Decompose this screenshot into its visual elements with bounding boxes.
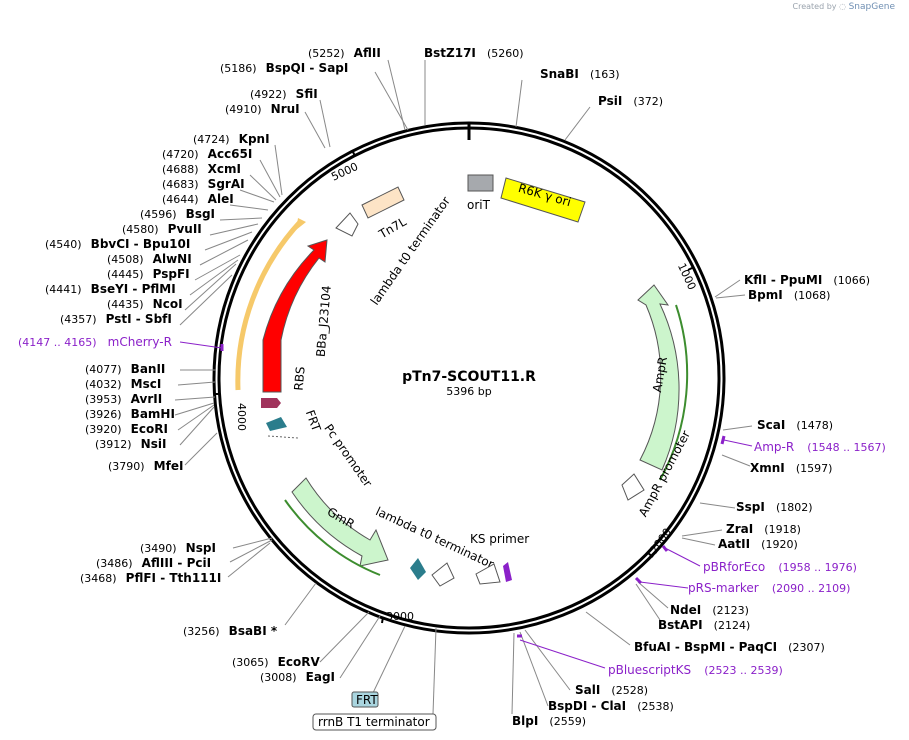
pc-promoter-label: Pc promoter	[321, 421, 375, 489]
primer-leader-lines	[179, 341, 753, 669]
ks-primer-feature[interactable]	[503, 562, 512, 582]
enzyme-ecorv[interactable]: (3065) EcoRV	[232, 651, 320, 670]
tick-label-2000: 2000	[647, 526, 674, 556]
enzyme-psii[interactable]: PsiI (372)	[598, 90, 663, 109]
outer-cds-arc	[235, 220, 302, 391]
enzyme-sfii[interactable]: (4922) SfiI	[250, 83, 318, 102]
bba-j23104-label: BBa_J23104	[314, 285, 334, 357]
enzyme-msci[interactable]: (4032) MscI	[85, 373, 161, 392]
enzyme-bsgi[interactable]: (4596) BsgI	[140, 203, 215, 222]
enzyme-aatii[interactable]: AatII (1920)	[718, 533, 798, 552]
ks-primer-label: KS primer	[470, 532, 529, 546]
enzyme-pvuii[interactable]: (4580) PvuII	[122, 218, 202, 237]
enzyme-xmni[interactable]: XmnI (1597)	[750, 457, 832, 476]
rbs-feature[interactable]	[261, 398, 281, 408]
enzyme-avrii[interactable]: (3953) AvrII	[85, 388, 162, 407]
enzyme-xcmi[interactable]: (4688) XcmI	[162, 158, 241, 177]
enzyme-acc65i[interactable]: (4720) Acc65I	[162, 143, 252, 162]
enzyme-zrai[interactable]: ZraI (1918)	[726, 518, 801, 537]
orit-feature[interactable]	[467, 174, 494, 192]
enzyme-nsii[interactable]: (3912) NsiI	[95, 433, 166, 452]
frt-box[interactable]	[351, 691, 379, 708]
enzyme-bspqi-sapi[interactable]: (5186) BspQI - SapI	[220, 57, 348, 76]
tick-label-1000: 1000	[675, 261, 699, 292]
tick-label-4000: 4000	[235, 403, 248, 431]
tn7l-label: Tn7L	[376, 214, 409, 241]
enzyme-nrui[interactable]: (4910) NruI	[225, 98, 300, 117]
ampr-promoter-arrow[interactable]	[621, 473, 645, 501]
enzyme-ecori[interactable]: (3920) EcoRI	[85, 418, 168, 437]
enzyme-bstapi[interactable]: BstAPI (2124)	[658, 614, 750, 633]
enzyme-eagi[interactable]: (3008) EagI	[260, 666, 335, 685]
snapgene-logo-icon: ◌	[839, 2, 847, 11]
enzyme-sspi[interactable]: SspI (1802)	[736, 496, 813, 515]
tick-label-5000: 5000	[329, 160, 360, 184]
watermark-created-by: Created by	[792, 2, 837, 11]
rbs-label: RBS	[292, 366, 308, 391]
primer-amp-r[interactable]: Amp-R (1548 .. 1567)	[754, 436, 886, 455]
enzyme-bstz17i[interactable]: BstZ17I (5260)	[424, 42, 524, 61]
ampr-label: AmpR	[650, 356, 670, 394]
enzyme-psti-sbfi[interactable]: (4357) PstI - SbfI	[60, 308, 172, 327]
enzyme-ndei[interactable]: NdeI (2123)	[670, 599, 749, 618]
plasmid-name: pTn7-SCOUT11.R	[402, 369, 536, 385]
enzyme-kfli-ppumi[interactable]: KflI - PpuMI (1066)	[744, 269, 870, 288]
enzyme-bfuai[interactable]: BfuAI - BspMI - PaqCI (2307)	[634, 636, 825, 655]
enzyme-banii[interactable]: (4077) BanII	[85, 358, 165, 377]
enzyme-sgrai[interactable]: (4683) SgrAI	[162, 173, 245, 192]
enzyme-sali[interactable]: SalI (2528)	[575, 679, 648, 698]
enzyme-snabi[interactable]: SnaBI (163)	[540, 63, 620, 82]
enzyme-alei[interactable]: (4644) AleI	[162, 188, 234, 207]
orit-label: oriT	[467, 198, 491, 212]
rrnb-terminator-label: rrnB T1 terminator	[318, 715, 430, 729]
enzyme-afliii-pcii[interactable]: (3486) AflIII - PciI	[96, 552, 211, 571]
frt-marker-feature[interactable]	[410, 558, 426, 580]
primer-prs-marker[interactable]: pRS-marker (2090 .. 2109)	[688, 577, 850, 596]
lambda-t0-top-arrow[interactable]	[335, 212, 359, 237]
enzyme-mfei[interactable]: (3790) MfeI	[108, 455, 183, 474]
enzyme-bpmi[interactable]: BpmI (1068)	[748, 284, 830, 303]
enzyme-bseyi-pflmi[interactable]: (4441) BseYI - PflMI	[45, 278, 176, 297]
tick-label-3000: 3000	[386, 610, 414, 623]
tn7l-feature[interactable]	[361, 186, 405, 219]
primer-mcherry-r[interactable]: (4147 .. 4165) mCherry-R	[18, 331, 172, 350]
primer-pbrforeco[interactable]: pBRforEco (1958 .. 1976)	[703, 556, 857, 575]
enzyme-nspi[interactable]: (3490) NspI	[140, 537, 216, 556]
enzyme-leader-lines	[174, 59, 753, 715]
plasmid-length: 5396 bp	[446, 385, 491, 398]
enzyme-aflii[interactable]: (5252) AflII	[308, 42, 381, 61]
enzyme-labels: (5252) AflII BstZ17I (5260) (5186) BspQI…	[45, 42, 870, 729]
mcherry-feature[interactable]	[262, 239, 328, 393]
frt-inner-feature[interactable]	[266, 417, 287, 431]
gmr-feature[interactable]	[291, 477, 389, 567]
lambda-t0-bottom-arrow[interactable]	[431, 562, 455, 587]
enzyme-scai[interactable]: ScaI (1478)	[757, 414, 833, 433]
ampr-feature[interactable]	[637, 284, 680, 471]
enzyme-bamhi[interactable]: (3926) BamHI	[85, 403, 175, 422]
enzyme-kpni[interactable]: (4724) KpnI	[193, 128, 270, 147]
enzyme-bsabi[interactable]: (3256) BsaBI *	[183, 620, 278, 639]
primer-labels: (4147 .. 4165) mCherry-R Amp-R (1548 .. …	[18, 331, 886, 678]
frt-box-label: FRT	[356, 693, 378, 707]
snapgene-watermark: Created by ◌ SnapGene	[793, 2, 896, 12]
enzyme-ncoi[interactable]: (4435) NcoI	[107, 293, 183, 312]
enzyme-pspfi[interactable]: (4445) PspFI	[107, 263, 190, 282]
frt-inner-label: FRT	[303, 408, 324, 434]
ks-arrow[interactable]	[475, 563, 501, 585]
watermark-brand: SnapGene	[848, 2, 895, 12]
enzyme-blpi[interactable]: BlpI (2559)	[512, 710, 586, 729]
enzyme-bspdi-clai[interactable]: BspDI - ClaI (2538)	[548, 695, 674, 714]
r6k-ori-feature[interactable]	[500, 177, 586, 223]
scale-ticks	[214, 149, 695, 624]
primer-pbluescriptks[interactable]: pBluescriptKS (2523 .. 2539)	[608, 659, 783, 678]
enzyme-pflfi-tth111i[interactable]: (3468) PflFI - Tth111I	[80, 567, 221, 586]
rrnb-terminator-box[interactable]	[312, 713, 437, 731]
enzyme-alwni[interactable]: (4508) AlwNI	[107, 248, 192, 267]
enzyme-bbvci-bpu10i[interactable]: (4540) BbvCI - Bpu10I	[45, 233, 190, 252]
